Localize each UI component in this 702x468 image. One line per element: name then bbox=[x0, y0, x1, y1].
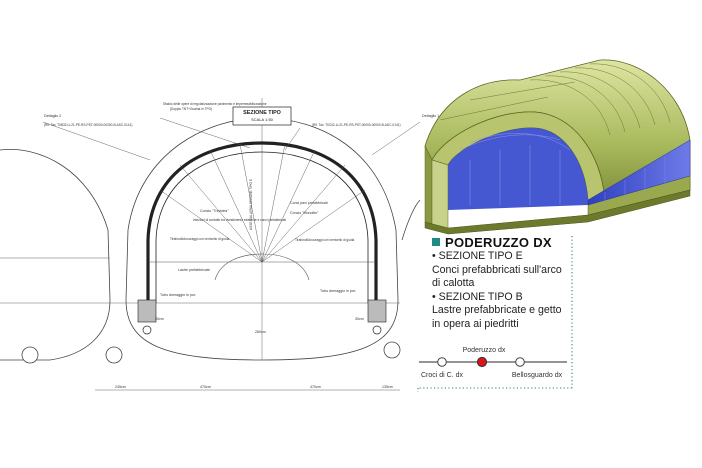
section-box-scale: SCALA 1:50 bbox=[251, 117, 274, 122]
station-current-label: Poderuzzo dx bbox=[463, 347, 506, 354]
detail-right-label: Dettaglio 1 bbox=[422, 114, 439, 118]
dim-3: 470cm bbox=[310, 385, 321, 389]
tirafondi-left-label: Tirafondi/Ancoraggi con verricello di gu… bbox=[170, 237, 229, 241]
section-box-title: SEZIONE TIPO bbox=[243, 110, 281, 116]
station-right-label: Bellosguardo dx bbox=[512, 372, 563, 379]
teal-square-icon bbox=[432, 238, 440, 246]
ref-right-label: (Rif. Tav. T0C02-LL21-PE-RS-PST-00000-00… bbox=[312, 123, 401, 127]
section-title-box: SEZIONE TIPO SCALA 1:50 bbox=[232, 106, 292, 126]
foot-blocks bbox=[137, 299, 387, 323]
center-vertical-label: ASSE GALLERIA SEZIONE TIPO E bbox=[249, 179, 253, 230]
tubo-right-label: Tubo drenaggio in pvc bbox=[320, 289, 356, 293]
inner-ring bbox=[150, 253, 374, 281]
construction-lines bbox=[0, 98, 400, 391]
legend-title: PODERUZZO DX bbox=[445, 234, 552, 250]
top-strip-label-2: (Doppio TNT+Guaina in TPO) bbox=[170, 107, 212, 111]
legend-line: • SEZIONE TIPO B bbox=[432, 290, 523, 303]
legend-line: di calotta bbox=[432, 277, 475, 290]
station-left-icon bbox=[437, 357, 447, 367]
dotted-connector bbox=[417, 236, 573, 392]
legend-line: • SEZIONE TIPO E bbox=[432, 250, 523, 262]
tunnel-3d-render bbox=[424, 59, 691, 235]
legend-panel: PODERUZZO DX • SEZIONE TIPO E Conci pref… bbox=[432, 234, 582, 332]
dim-5: 30cm bbox=[155, 317, 164, 321]
drawing-labels: Dettaglio 2 (Rif. Tav. T0B32-LL21-PE-RS-… bbox=[44, 102, 439, 389]
legend-title-row: PODERUZZO DX bbox=[432, 234, 582, 250]
drainage-pipes bbox=[142, 325, 382, 335]
conci-right-label: Conci pavi prefabbricati bbox=[290, 201, 328, 205]
tirafondi-right-label: Tirafondi/Ancoraggi con verricello di gu… bbox=[295, 238, 354, 242]
iniezioni-label: Iniezioni di contatto tra rivestimento e… bbox=[193, 218, 286, 222]
base-circles bbox=[21, 341, 401, 364]
dim-4: 135cm bbox=[382, 385, 393, 389]
tubo-left-label: Tubo drenaggio in pvc bbox=[160, 293, 196, 297]
route-diagram: Poderuzzo dx Croci di C. dx Bellosguardo… bbox=[419, 347, 567, 379]
outer-rock-profile bbox=[0, 117, 421, 361]
legend-line: Conci prefabbricati sull'arco bbox=[432, 263, 562, 276]
legend-line: in opera ai piedritti bbox=[432, 317, 519, 330]
arch-lining bbox=[146, 141, 378, 303]
station-right-icon bbox=[515, 357, 525, 367]
dim-2: 470cm bbox=[200, 385, 211, 389]
dim-1: 245cm bbox=[115, 385, 126, 389]
radial-lines bbox=[159, 143, 366, 263]
legend-line: Lastre prefabbricate e getto bbox=[432, 304, 562, 317]
dim-6: 30cm bbox=[355, 317, 364, 321]
concio-monolito-label: Concio "Monolito" bbox=[290, 211, 319, 215]
station-left-label: Croci di C. dx bbox=[421, 372, 464, 379]
detail-left-label: Dettaglio 2 bbox=[44, 114, 61, 118]
concio-trevidea-label: Concio "Trevidea" bbox=[200, 209, 229, 213]
station-current-icon bbox=[476, 356, 488, 368]
lastre-label: Lastre prefabbricate bbox=[178, 268, 210, 272]
dim-7: 260cm bbox=[255, 330, 266, 334]
top-strip-label: Sfalcio delle opere di regolarizzazione … bbox=[163, 102, 267, 106]
leader-lines bbox=[42, 117, 421, 161]
ref-left-label: (Rif. Tav. T0B32-LL21-PE-RS-PST-00000-00… bbox=[44, 123, 132, 127]
